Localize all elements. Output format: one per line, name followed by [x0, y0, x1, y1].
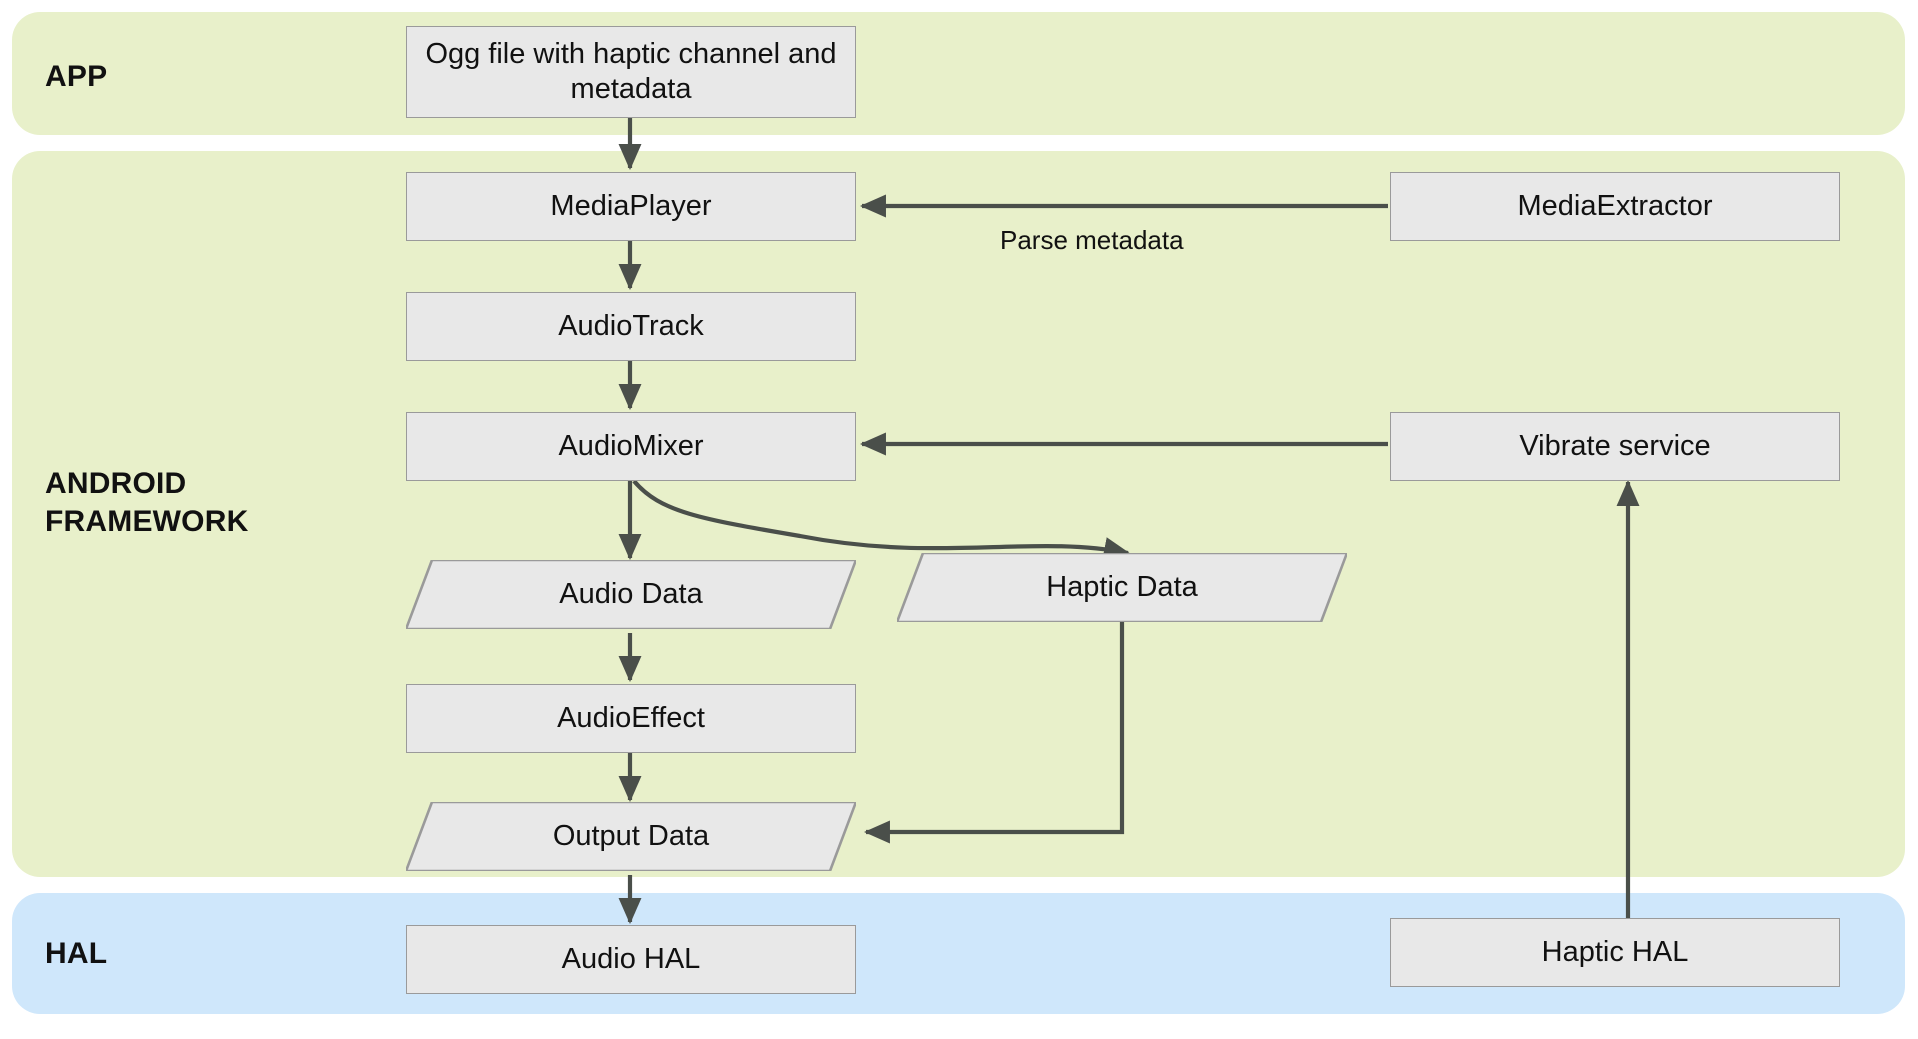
node-haptic-data-label: Haptic Data [1046, 570, 1198, 603]
node-vibrate-service[interactable]: Vibrate service [1390, 412, 1840, 481]
band-label-android-framework: ANDROID FRAMEWORK [45, 467, 249, 539]
node-media-player[interactable]: MediaPlayer [406, 172, 856, 241]
node-media-player-label: MediaPlayer [550, 189, 712, 222]
haptic-data-parallelogram-shape [897, 553, 1347, 622]
node-audio-mixer[interactable]: AudioMixer [406, 412, 856, 481]
node-haptic-data[interactable]: Haptic Data [897, 553, 1347, 622]
output-data-parallelogram-shape [406, 802, 856, 871]
band-android-framework [12, 151, 1905, 877]
node-audio-hal[interactable]: Audio HAL [406, 925, 856, 994]
node-output-data[interactable]: Output Data [406, 802, 856, 871]
node-audio-effect[interactable]: AudioEffect [406, 684, 856, 753]
node-audio-hal-label: Audio HAL [561, 942, 701, 975]
edge-label-parse-metadata: Parse metadata [1000, 225, 1184, 255]
node-ogg-file[interactable]: Ogg file with haptic channel and metadat… [406, 26, 856, 118]
node-audio-data-label: Audio Data [559, 577, 703, 610]
node-haptic-hal-label: Haptic HAL [1541, 935, 1689, 968]
band-label-app: APP [45, 60, 108, 93]
node-haptic-hal[interactable]: Haptic HAL [1390, 918, 1840, 987]
band-label-hal: HAL [45, 937, 108, 970]
audio-data-parallelogram-shape [406, 560, 856, 629]
node-media-extractor-label: MediaExtractor [1517, 189, 1713, 222]
node-audio-effect-label: AudioEffect [557, 701, 705, 734]
node-ogg-file-label: Ogg file with haptic channel and metadat… [425, 37, 837, 105]
node-media-extractor[interactable]: MediaExtractor [1390, 172, 1840, 241]
node-audio-mixer-label: AudioMixer [558, 429, 704, 462]
node-output-data-label: Output Data [552, 819, 710, 852]
node-vibrate-service-label: Vibrate service [1519, 429, 1711, 462]
node-audio-track[interactable]: AudioTrack [406, 292, 856, 361]
band-app [12, 12, 1905, 135]
node-audio-data[interactable]: Audio Data [406, 560, 856, 629]
node-audio-track-label: AudioTrack [558, 309, 704, 342]
